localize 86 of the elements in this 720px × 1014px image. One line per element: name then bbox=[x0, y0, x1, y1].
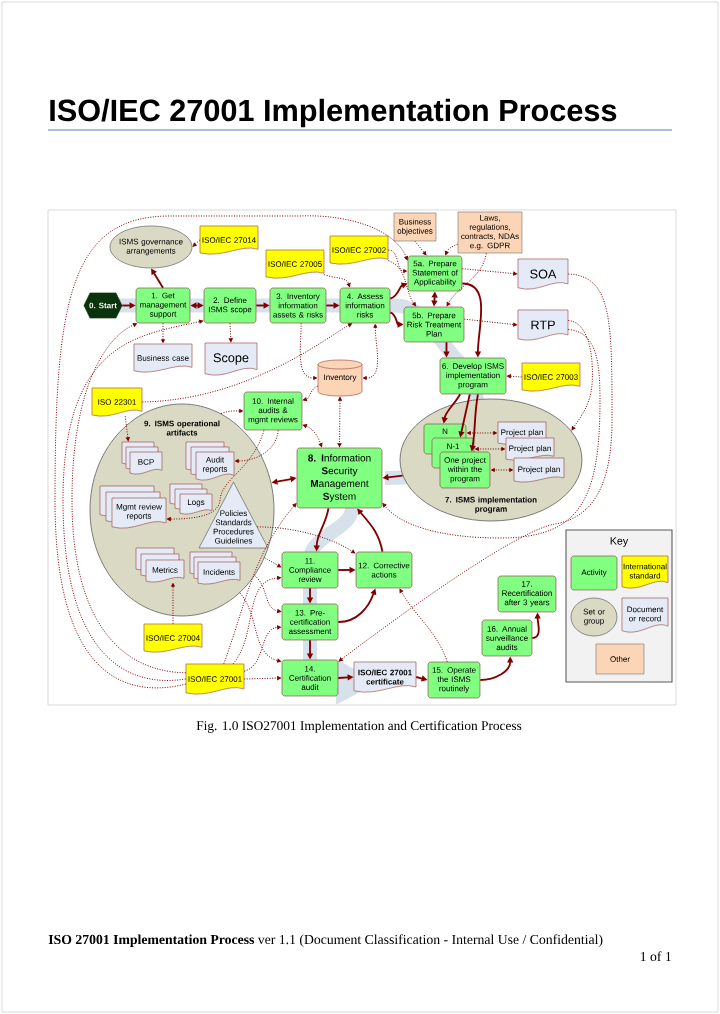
dotted-arrow bbox=[467, 431, 498, 435]
document-stack: Audit reports bbox=[185, 441, 235, 481]
dotted-arrow bbox=[387, 260, 416, 307]
dotted-arrow bbox=[264, 557, 282, 568]
dotted-arrow bbox=[299, 322, 318, 380]
plain-box: Business objectives bbox=[393, 212, 437, 242]
dotted-arrow bbox=[166, 429, 265, 522]
arrow bbox=[357, 508, 384, 553]
dotted-arrow bbox=[302, 424, 323, 448]
activity-box: 17. Recertification after 3 years bbox=[497, 575, 557, 613]
standard-document: ISO/IEC 27003 bbox=[521, 362, 581, 392]
dotted-arrow bbox=[220, 409, 243, 414]
plain-box: Laws, regulations, contracts, NDAs e.g. GDPR bbox=[457, 211, 523, 254]
dotted-arrow bbox=[192, 239, 201, 247]
activity-box: 15. Operate the ISMS routinely bbox=[427, 661, 481, 699]
page-number: 1 of 1 bbox=[640, 951, 671, 962]
activity-box: 3. Inventory information assets & risks bbox=[269, 287, 327, 324]
dotted-arrow bbox=[302, 385, 319, 402]
legend-item: Activity bbox=[570, 555, 618, 591]
dotted-arrow bbox=[62, 319, 203, 681]
legend-item: Other bbox=[595, 643, 645, 675]
dotted-arrow bbox=[507, 374, 523, 379]
dotted-arrow bbox=[256, 526, 356, 554]
dotted-arrow bbox=[228, 322, 233, 343]
standard-document: ISO/IEC 27014 bbox=[199, 225, 259, 255]
dotted-arrow bbox=[567, 320, 593, 431]
activity-box: 1. Get management support bbox=[135, 287, 191, 324]
dotted-arrow bbox=[71, 323, 187, 674]
activity-box: 5a. Prepare Statement of Applicability bbox=[407, 255, 463, 292]
activity-box: 5b. Prepare Risk Treatment Plan bbox=[403, 306, 465, 343]
dotted-arrow bbox=[232, 575, 281, 665]
start-hexagon: 0. Start bbox=[83, 292, 123, 319]
activity-box: 12. Corrective actions bbox=[355, 551, 413, 589]
activity-box: 11. Compliance review bbox=[281, 551, 339, 589]
activity-box: 16. Annual surveillance audits bbox=[481, 619, 533, 657]
document-stack: Metrics bbox=[135, 547, 185, 583]
standard-document: ISO/IEC 27004 bbox=[143, 623, 203, 653]
dotted-arrow bbox=[446, 252, 487, 307]
activity-box: 13. Pre-certification assessment bbox=[281, 603, 339, 641]
dotted-arrow bbox=[475, 447, 506, 451]
dotted-arrow bbox=[362, 324, 379, 380]
standard-document: ISO 22301 bbox=[91, 387, 143, 417]
footer-text: ISO 27001 Implementation Process ver 1.1 (Document Classification - Internal Use / Confidential) bbox=[48, 934, 603, 947]
activity-box: 8. Information Security Management System bbox=[296, 447, 383, 509]
activity-box: 2. Define ISMS scope bbox=[203, 287, 257, 324]
dotted-arrow bbox=[491, 468, 514, 472]
activity-box: 6. Develop ISMS implementation program bbox=[439, 357, 507, 395]
activity-box: 14. Certification audit bbox=[281, 659, 339, 697]
dotted-arrow bbox=[323, 274, 351, 288]
dotted-arrow bbox=[54, 215, 408, 689]
activity-box: 4. Assess information risks bbox=[339, 287, 391, 324]
dotted-arrow bbox=[463, 318, 518, 327]
dotted-arrow bbox=[243, 625, 281, 672]
document-stack: Logs bbox=[169, 483, 213, 515]
dotted-arrow bbox=[444, 243, 459, 256]
document-stack: Mgmt review reports bbox=[99, 485, 167, 529]
dotted-arrow bbox=[382, 328, 601, 539]
dotted-arrow bbox=[338, 273, 613, 662]
page-title: ISO/IEC 27001 Implementation Process bbox=[50, 98, 617, 128]
dotted-arrow bbox=[337, 396, 342, 447]
activity-box: One project within the program bbox=[439, 451, 491, 489]
dotted-arrow bbox=[171, 582, 175, 625]
document-stack: BCP bbox=[121, 441, 163, 475]
dotted-arrow bbox=[239, 592, 282, 663]
standard-document: ISO/IEC 27001 bbox=[185, 663, 245, 695]
standard-document: ISO/IEC 27005 bbox=[265, 249, 325, 279]
standard-document: ISO/IEC 27002 bbox=[329, 235, 389, 265]
dotted-arrow bbox=[124, 415, 130, 442]
legend-title: Key bbox=[610, 537, 629, 547]
dotted-arrow bbox=[414, 240, 427, 256]
dotted-arrow bbox=[461, 268, 518, 276]
dotted-arrow bbox=[387, 249, 407, 274]
dotted-arrow bbox=[254, 575, 281, 613]
database-cylinder: Inventory bbox=[317, 359, 363, 397]
dotted-arrow bbox=[223, 503, 297, 665]
dotted-arrow bbox=[234, 429, 279, 463]
dotted-arrow bbox=[243, 676, 281, 681]
activity-box: 10. Internal audits & mgmt reviews bbox=[243, 391, 303, 431]
legend-item: Set or group bbox=[570, 597, 618, 637]
legend-item: Document or record bbox=[621, 597, 669, 633]
dotted-arrow bbox=[399, 588, 448, 663]
document-stack: Incidents bbox=[189, 551, 241, 585]
dotted-arrow bbox=[141, 323, 352, 403]
dotted-arrow bbox=[161, 322, 165, 344]
figure-caption: Fig. 1.0 ISO27001 Implementation and Certification Process bbox=[196, 720, 522, 733]
legend-item: International standard bbox=[621, 555, 669, 589]
